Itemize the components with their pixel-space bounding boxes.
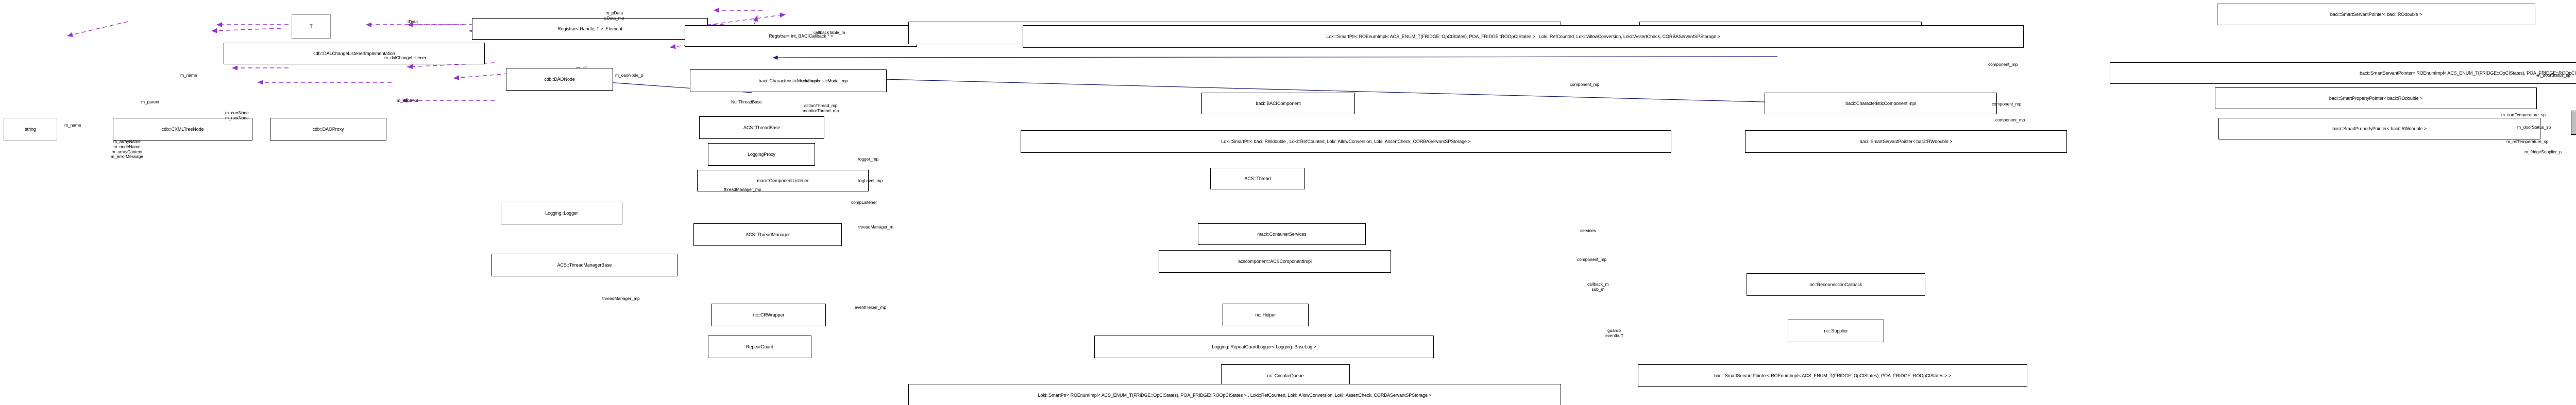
edge-label-threadmanager-m: threadManager_m [858,224,893,230]
class-node-logging-logger[interactable]: Logging::Logger [501,202,622,224]
edge-label-m-doorstatus-sp: m_doorStatus_sp [2517,125,2551,130]
class-node-nc-crwrapper[interactable]: nc::CRWrapper [711,304,826,326]
class-node-loggingproxy[interactable]: LoggingProxy [708,143,815,166]
class-node-baci-smartservantpointer-roenumimpl-acs-enum-t-fridge-opcist[interactable]: baci::SmartServantPointer< ROEnumImpl< A… [2110,62,2576,84]
edge-label-m-doorstatus-sp: m_doorStatus_sp [2537,73,2571,78]
class-node-logging-repeatguardlogger-logging-baselog[interactable]: Logging::RepeatGuardLogger< Logging::Bas… [1094,336,1434,358]
edge-label-m-dalchangelistener: m_dalChangeListener [384,55,427,60]
edge-label-characteristicmodel-mp: characteristicModel_mp [803,78,848,83]
class-node-fridgecontrol[interactable]: FridgeControl [2571,111,2576,135]
edge-label-component-mp: component_mp [1995,117,2025,122]
edge-label-component-mp: component_mp [1992,101,2022,107]
edge-label-component-mp: component_mp [1570,82,1600,87]
edge-label-m-daonode-p: m_daoNode_p [615,73,643,78]
class-node-t[interactable]: T [292,14,331,39]
edge-label-logger-mp: logger_mp [858,156,879,162]
class-node-acscomponent-acscomponentimpl[interactable]: acscomponent::ACSComponentImpl [1159,250,1391,273]
class-node-baci-bacicomponent[interactable]: baci::BACIComponent [1201,93,1355,114]
class-node-nc-reconnectioncallback[interactable]: nc::ReconnectionCallback [1747,273,1925,296]
edge-label-tdata: tData [408,19,418,24]
edge-label-m-name: m_name [180,73,197,78]
class-node-loki-smartptr-roenumimpl-acs-enum-t-fridge-opcistates-poa-fr[interactable]: Loki::SmartPtr< ROEnumImpl< ACS_ENUM_T(F… [908,384,1561,405]
edge-label-services: services [1580,228,1596,233]
edge-label-complistener: compListener [851,200,877,205]
class-node-cdb-daoproxy[interactable]: cdb::DAOProxy [270,118,386,140]
edge-label-component-mp: component_mp [1988,62,2018,67]
class-node-acs-threadbase[interactable]: ACS::ThreadBase [699,116,824,139]
class-node-loki-smartptr-roenumimpl-acs-enum-t-fridge-opcistates-poa-fr[interactable]: Loki::SmartPtr< ROEnumImpl< ACS_ENUM_T(F… [1023,25,2024,48]
edge-label-m-daoimpl: m_daoImpl [397,98,418,103]
edge-label-m-currtemperature-sp: m_currTemperature_sp [2501,112,2546,117]
class-node-string[interactable]: string [4,118,57,140]
class-node-acs-threadmanagerbase[interactable]: ACS::ThreadManagerBase [492,254,677,276]
class-node-baci-smartpropertypointer-baci-rodouble[interactable]: baci::SmartPropertyPointer< baci::ROdoub… [2215,87,2537,109]
edge-label-nullthreadbase: NullThreadBase [731,99,762,104]
edge-label-m-fridgesupplier-p: m_fridgeSupplier_p [2524,149,2562,154]
class-node-baci-smartservantpointer-baci-rodouble[interactable]: baci::SmartServantPointer< baci::ROdoubl… [2217,4,2535,25]
class-node-maci-componentlistener[interactable]: maci::ComponentListener [697,170,869,191]
class-node-loki-smartptr-baci-rwdouble-loki-refcounted-loki-allowconver[interactable]: Loki::SmartPtr< baci::RWdouble , Loki::R… [1021,130,1671,153]
class-node-registrar-handle-t-element[interactable]: Registrar< Handle, T >::Element [472,18,708,40]
class-node-cdb-cxmltreenode[interactable]: cdb::CXMLTreeNode [113,118,252,140]
class-node-cdb-daonode[interactable]: cdb::DAONode [506,68,613,91]
class-node-registrar-int-bacicallback[interactable]: Registrar< int, BACICallback * > [685,25,917,47]
class-node-nc-supplier[interactable]: nc::Supplier [1788,320,1884,342]
edge-label-loglevel-mp: logLevel_mp [858,178,883,183]
class-node-repeatguard[interactable]: RepeatGuard [708,336,811,358]
class-node-baci-smartservantpointer-baci-rwdouble[interactable]: baci::SmartServantPointer< baci::RWdoubl… [1745,130,2067,153]
class-node-baci-smartservantpointer-roenumimpl-acs-enum-t-fridge-opcist[interactable]: baci::SmartServantPointer< ROEnumImpl< A… [1638,364,2027,387]
edge-label-m-parent: m_parent [141,99,160,104]
class-node-nc-helper[interactable]: nc::Helper [1223,304,1309,326]
edge-label-threadmanager-mp: threadManager_mp [602,296,640,301]
edge-label-callbacktable-m: callbackTable_m [814,30,845,35]
class-node-acs-threadmanager[interactable]: ACS::ThreadManager [693,223,842,246]
edge-label-eventhelper-mp: eventHelper_mp [855,305,886,310]
edge-label-m-reftemperature-sp: m_refTemperature_sp [2506,139,2549,144]
edge-label-m-name: m_name [64,122,81,128]
edge-label-component-mp: component_mp [1577,257,1607,262]
class-node-baci-characteristiccomponentimpl[interactable]: baci::CharacteristicComponentImpl [1765,93,1997,114]
class-node-cdb-dalchangelistenerimplementation[interactable]: cdb::DALChangeListenerImplementation [224,43,485,64]
class-node-baci-smartpropertypointer-baci-rwdouble[interactable]: baci::SmartPropertyPointer< baci::RWdoub… [2218,118,2540,139]
class-node-maci-containerservices[interactable]: maci::ContainerServices [1198,223,1366,245]
class-node-acs-thread[interactable]: ACS::Thread [1210,168,1305,189]
edge-label-threadmanager-mp: threadManager_mp [724,187,761,192]
class-node-baci-characteristicmodelimpl[interactable]: baci::CharacteristicModelImpl [690,69,887,92]
